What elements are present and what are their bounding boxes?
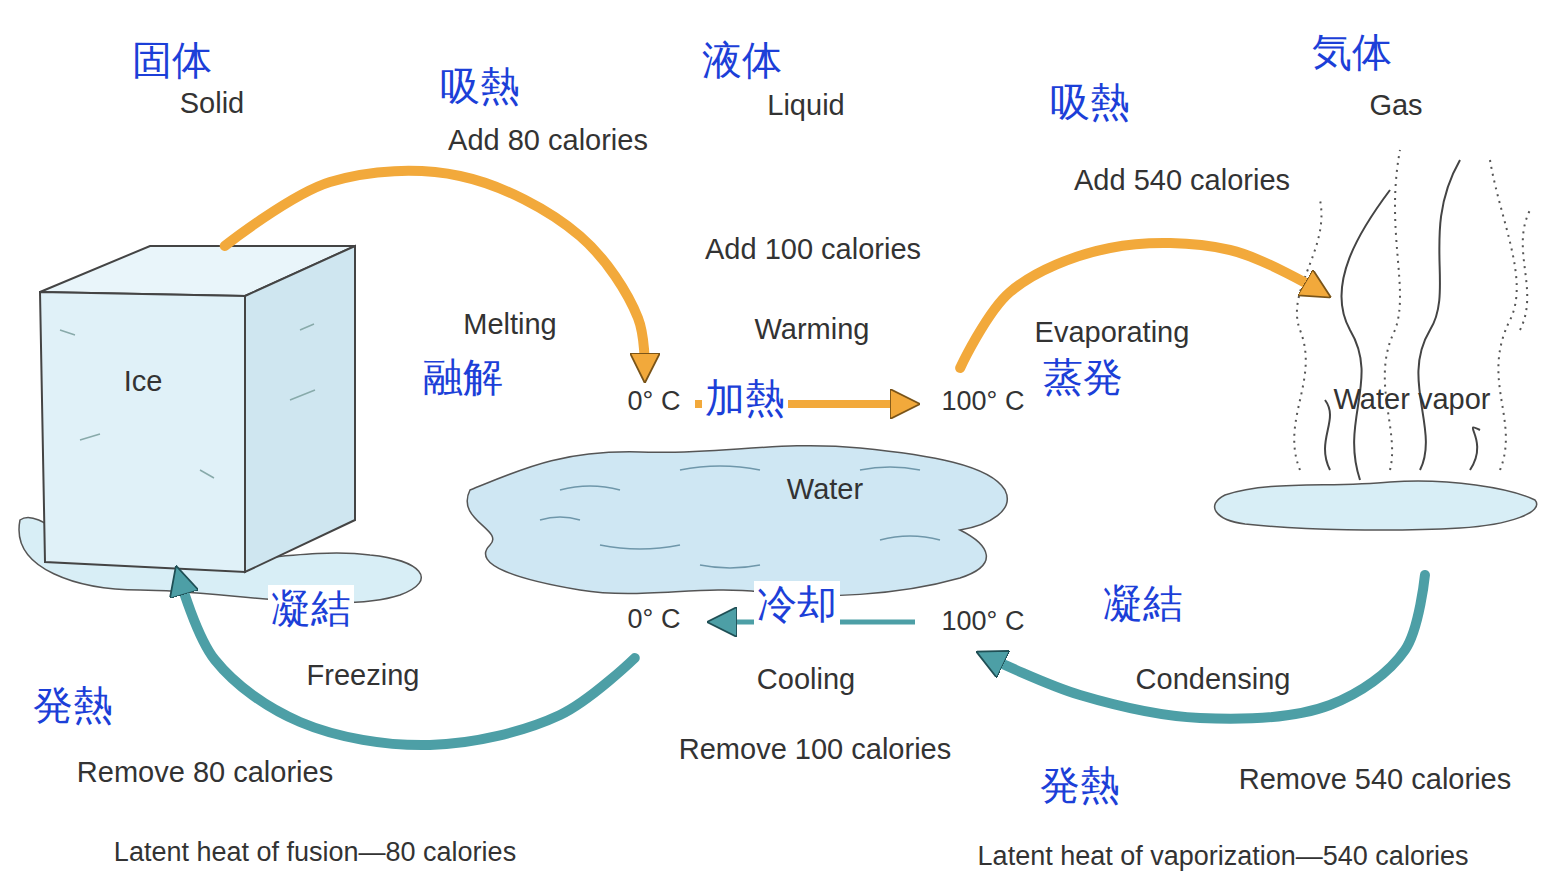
japanese-label: 冷却 (754, 581, 840, 627)
process-label: Remove 100 calories (676, 733, 954, 766)
japanese-label: 発熱 (1037, 762, 1123, 808)
japanese-label: 蒸発 (1040, 354, 1126, 400)
phase-name: Water vapor (1331, 383, 1494, 416)
water-ripple (540, 466, 940, 568)
process-label: Add 540 calories (1071, 164, 1293, 197)
ice-crack (60, 324, 315, 478)
japanese-label: 凝結 (1100, 580, 1186, 626)
phase-change-arrow (180, 580, 635, 745)
japanese-label: 気体 (1309, 29, 1395, 75)
phase-name: Water (784, 473, 866, 506)
latent-heat-note: Latent heat of fusion—80 calories (111, 837, 519, 868)
phase-change-arrow (990, 575, 1425, 719)
process-label: Gas (1366, 89, 1425, 122)
japanese-label: 凝結 (268, 585, 354, 631)
process-label: Condensing (1133, 663, 1294, 696)
water-puddle (467, 446, 1007, 596)
ice-cube-side (245, 246, 355, 572)
process-label: Remove 540 calories (1236, 763, 1514, 796)
japanese-label: 吸熱 (1047, 79, 1133, 125)
process-label: Melting (460, 308, 560, 341)
temperature-label: 100° C (939, 606, 1028, 637)
phase-name: Ice (121, 365, 166, 398)
process-label: Add 100 calories (702, 233, 924, 266)
japanese-label: 液体 (699, 37, 785, 83)
vapor-dots (1294, 150, 1530, 470)
vapor-node: Water vapor (1215, 290, 1540, 575)
japanese-label: 吸熱 (437, 63, 523, 109)
ice-node: Ice (30, 246, 360, 580)
process-label: Freezing (304, 659, 423, 692)
process-label: Solid (177, 87, 248, 120)
japanese-label: 発熱 (30, 682, 116, 728)
phase-change-arrow (225, 171, 645, 368)
temperature-label: 100° C (939, 386, 1028, 417)
temperature-label: 0° C (625, 604, 684, 635)
process-label: Remove 80 calories (74, 756, 336, 789)
process-label: Cooling (754, 663, 858, 696)
process-label: Liquid (764, 89, 847, 122)
japanese-label: 加熱 (702, 375, 788, 421)
latent-heat-note: Latent heat of vaporization—540 calories (975, 841, 1472, 872)
vapor-puddle (1215, 481, 1537, 530)
process-label: Add 80 calories (445, 124, 651, 157)
phase-change-arrow (960, 243, 1318, 368)
process-label: Evaporating (1032, 316, 1193, 349)
japanese-label: 融解 (420, 354, 506, 400)
process-label: Warming (752, 313, 873, 346)
japanese-label: 固体 (129, 37, 215, 83)
vapor-wisps (1325, 160, 1480, 480)
temperature-label: 0° C (625, 386, 684, 417)
